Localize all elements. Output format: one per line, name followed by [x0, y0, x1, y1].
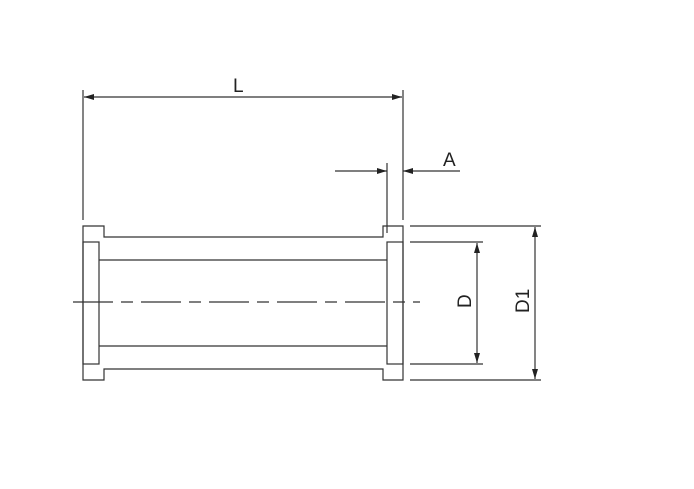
pipe-outline	[82, 225, 404, 381]
left-flange	[82, 241, 100, 365]
label-d1: D1	[513, 289, 534, 313]
label-l: L	[233, 76, 244, 97]
label-d: D	[455, 294, 476, 308]
label-a: A	[443, 150, 456, 171]
right-flange	[386, 241, 404, 365]
